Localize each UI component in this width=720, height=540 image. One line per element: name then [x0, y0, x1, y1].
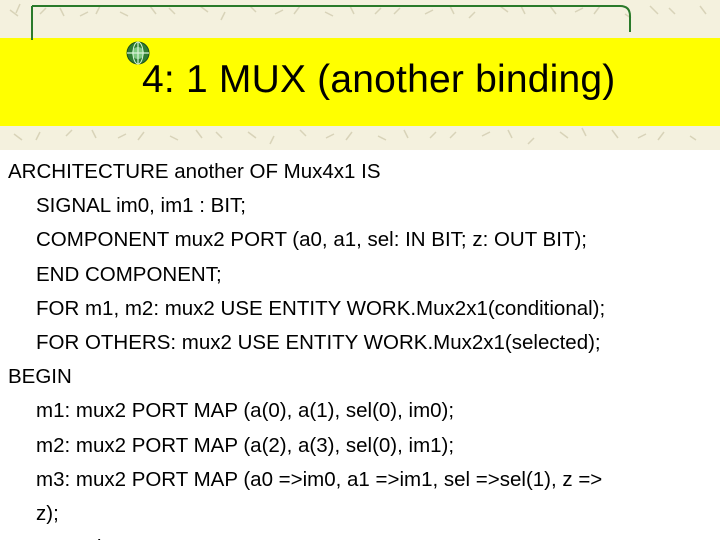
slide-title: 4: 1 MUX (another binding) [142, 58, 616, 101]
texture-pattern [9, 3, 707, 145]
code-line: END another; [8, 531, 714, 540]
code-line: m3: mux2 PORT MAP (a0 =>im0, a1 =>im1, s… [36, 467, 603, 491]
code-line: FOR OTHERS: mux2 USE ENTITY WORK.Mux2x1(… [36, 330, 601, 354]
code-line: z); [36, 501, 59, 525]
code-line: SIGNAL im0, im1 : BIT; [36, 194, 246, 218]
code-line: ARCHITECTURE another OF Mux4x1 IS [8, 160, 381, 183]
code-block: ARCHITECTURE another OF Mux4x1 IS SIGNAL… [8, 155, 714, 540]
code-line: END COMPONENT; [36, 262, 222, 286]
code-line: COMPONENT mux2 PORT (a0, a1, sel: IN BIT… [36, 228, 587, 252]
globe-bullet-icon [126, 41, 150, 65]
code-line: FOR m1, m2: mux2 USE ENTITY WORK.Mux2x1(… [36, 296, 606, 320]
title-band [0, 38, 720, 126]
code-line: m2: mux2 PORT MAP (a(2), a(3), sel(0), i… [36, 433, 455, 457]
code-line: BEGIN [8, 365, 72, 389]
frame-line [31, 5, 631, 40]
code-line: m1: mux2 PORT MAP (a(0), a(1), sel(0), i… [36, 399, 455, 423]
